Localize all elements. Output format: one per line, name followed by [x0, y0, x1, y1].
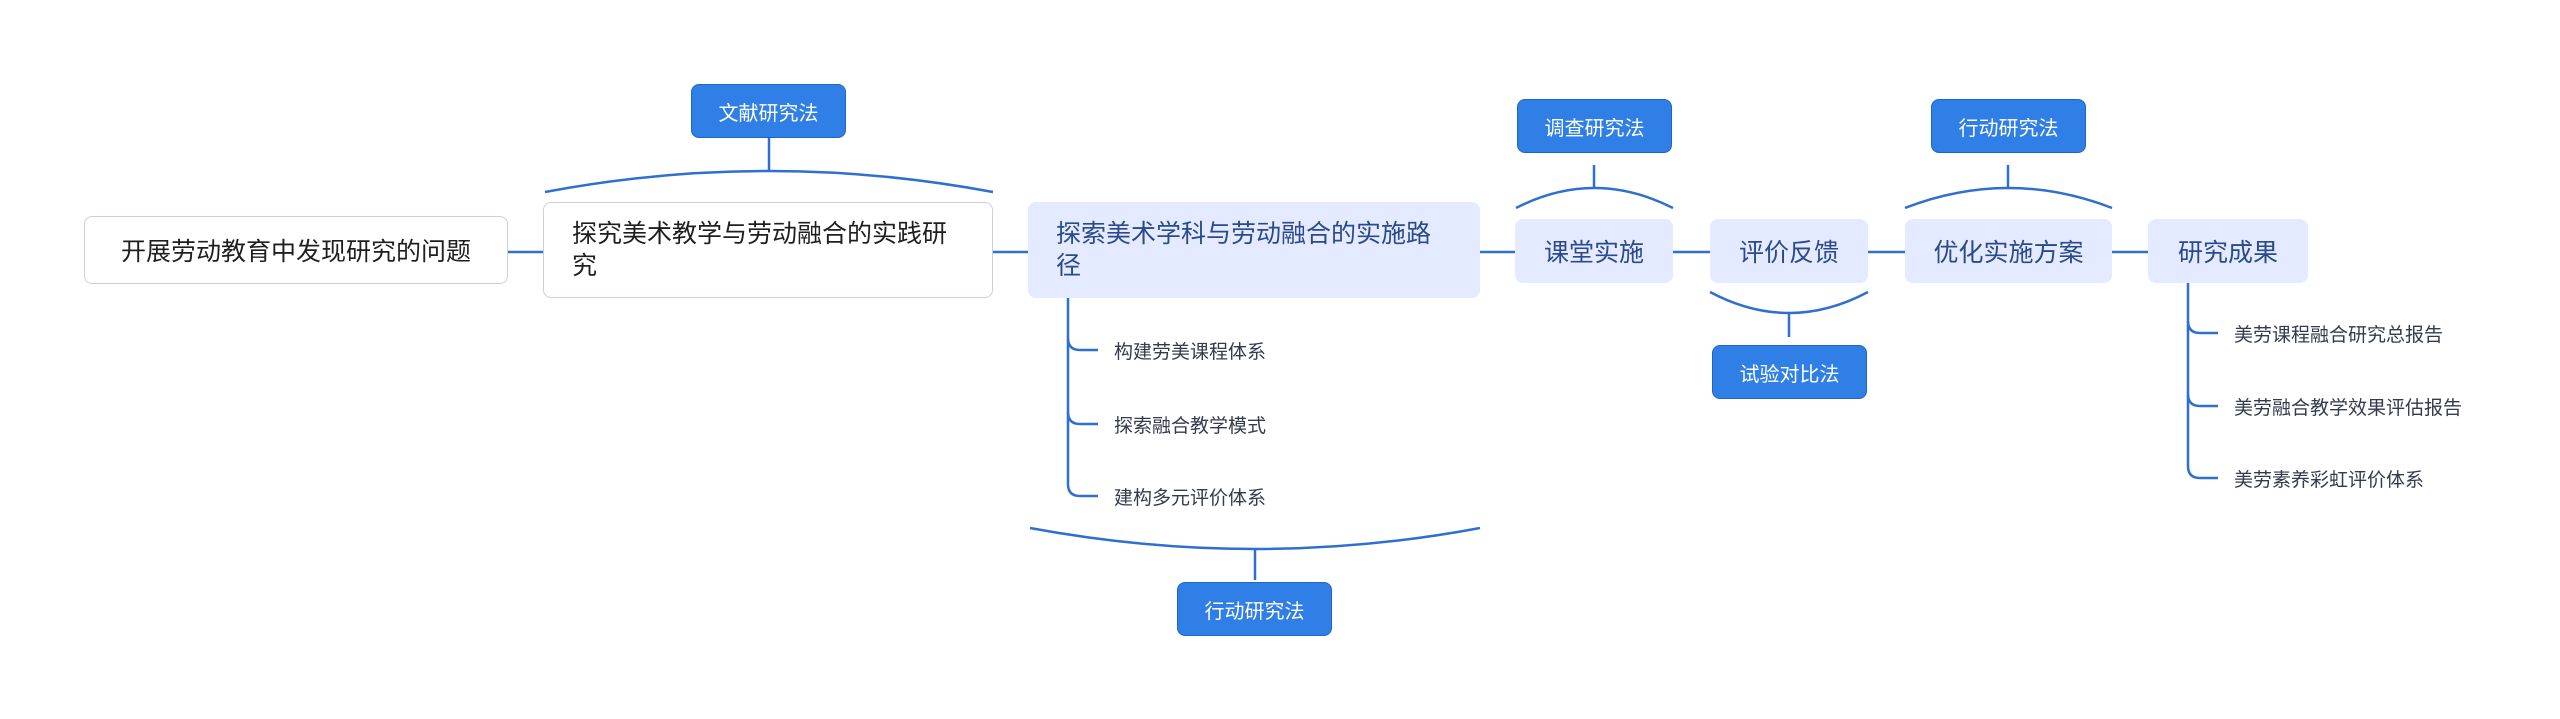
- path-child-evaluation-system[interactable]: 建构多元评价体系: [1114, 483, 1266, 510]
- result-child-general-report-label: 美劳课程融合研究总报告: [2234, 324, 2444, 346]
- path-child-evaluation-system-label: 建构多元评价体系: [1114, 487, 1267, 509]
- tree-n7-child-2: [2186, 393, 2218, 408]
- node-implementation-path-label: 探索美术学科与劳动融合的实施路径: [1056, 219, 1432, 280]
- result-child-effect-report-label: 美劳融合教学效果评估报告: [2234, 397, 2463, 419]
- tree-n7-child-1: [2186, 320, 2218, 335]
- path-child-curriculum-label: 构建劳美课程体系: [1114, 341, 1267, 363]
- tree-n3-child-3: [1066, 483, 1098, 498]
- bracket-n5-bottom: [1709, 290, 1869, 315]
- method-action-research-bottom-label: 行动研究法: [1204, 598, 1305, 623]
- node-evaluation-feedback[interactable]: 评价反馈: [1710, 219, 1868, 283]
- node-discover-problem[interactable]: 开展劳动教育中发现研究的问题: [84, 216, 508, 284]
- method-survey-research[interactable]: 调查研究法: [1517, 99, 1672, 153]
- result-child-effect-report[interactable]: 美劳融合教学效果评估报告: [2234, 393, 2462, 420]
- bracket-n6: [1904, 186, 2113, 210]
- tree-n3-child-2: [1066, 411, 1098, 426]
- path-child-teaching-mode-label: 探索融合教学模式: [1114, 415, 1267, 437]
- node-practice-research-label: 探究美术教学与劳动融合的实践研究: [572, 219, 948, 280]
- method-action-research-top[interactable]: 行动研究法: [1931, 99, 2086, 153]
- node-implementation-path[interactable]: 探索美术学科与劳动融合的实施路径: [1028, 202, 1480, 298]
- node-practice-research[interactable]: 探究美术教学与劳动融合的实践研究: [543, 202, 993, 298]
- method-action-research-top-label: 行动研究法: [1958, 115, 2059, 140]
- path-child-curriculum[interactable]: 构建劳美课程体系: [1114, 337, 1266, 364]
- bracket-n4: [1515, 186, 1674, 210]
- result-child-general-report[interactable]: 美劳课程融合研究总报告: [2234, 320, 2443, 347]
- bracket-n3-bottom: [1029, 526, 1481, 551]
- result-child-rainbow-evaluation[interactable]: 美劳素养彩虹评价体系: [2234, 465, 2424, 492]
- node-evaluation-feedback-label: 评价反馈: [1738, 238, 1839, 267]
- method-action-research-bottom[interactable]: 行动研究法: [1177, 582, 1332, 636]
- node-discover-problem-label: 开展劳动教育中发现研究的问题: [120, 237, 471, 266]
- tree-n3-child-1: [1066, 337, 1098, 352]
- method-survey-research-label: 调查研究法: [1544, 115, 1645, 140]
- node-optimize-plan[interactable]: 优化实施方案: [1905, 219, 2112, 283]
- tree-n7-child-3: [2186, 465, 2218, 480]
- path-child-teaching-mode[interactable]: 探索融合教学模式: [1114, 411, 1266, 438]
- node-research-results-label: 研究成果: [2177, 238, 2278, 267]
- method-literature-research[interactable]: 文献研究法: [691, 84, 846, 138]
- node-classroom-implementation[interactable]: 课堂实施: [1515, 219, 1673, 283]
- method-literature-research-label: 文献研究法: [718, 100, 819, 125]
- bracket-n2: [544, 169, 994, 194]
- method-experiment-comparison[interactable]: 试验对比法: [1712, 345, 1867, 399]
- node-optimize-plan-label: 优化实施方案: [1933, 238, 2084, 267]
- result-child-rainbow-evaluation-label: 美劳素养彩虹评价体系: [2234, 469, 2425, 491]
- node-research-results[interactable]: 研究成果: [2148, 219, 2308, 283]
- method-experiment-comparison-label: 试验对比法: [1739, 361, 1840, 386]
- node-classroom-implementation-label: 课堂实施: [1543, 238, 1644, 267]
